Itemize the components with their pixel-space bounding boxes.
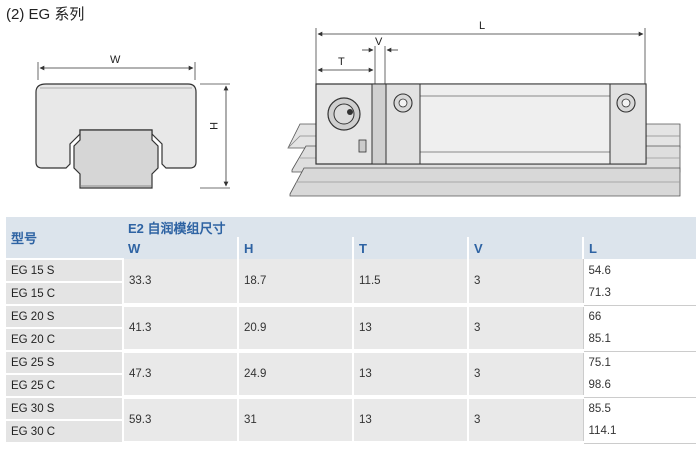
w-cell: 33.3 <box>122 259 238 307</box>
h-cell: 18.7 <box>237 259 353 307</box>
dim-t-label: T <box>338 56 345 68</box>
table-row: EG 30 C 114.1 <box>6 420 697 444</box>
h-cell: 24.9 <box>237 351 353 399</box>
v-cell: 3 <box>467 259 583 307</box>
col-header-v: V <box>467 237 583 259</box>
w-cell: 47.3 <box>122 351 238 399</box>
t-cell: 13 <box>352 397 468 445</box>
l-cell: 114.1 <box>582 420 697 444</box>
l-cell: 75.1 <box>582 351 697 374</box>
col-header-l: L <box>581 237 697 259</box>
l-cell: 85.5 <box>582 397 697 420</box>
table-row: EG 15 C 71.3 <box>6 282 697 306</box>
col-header-h: H <box>237 237 353 259</box>
front-view: W H <box>35 54 230 189</box>
table-row: EG 20 C 85.1 <box>6 328 697 352</box>
h-cell: 20.9 <box>237 305 353 353</box>
model-cell: EG 20 C <box>6 328 123 352</box>
l-cell: 85.1 <box>582 328 697 352</box>
l-cell: 98.6 <box>582 374 697 398</box>
dim-w-label: W <box>110 54 121 66</box>
dim-h-label: H <box>207 122 219 130</box>
t-cell: 13 <box>352 305 468 353</box>
t-cell: 11.5 <box>352 259 468 307</box>
dim-v-label: V <box>375 36 383 48</box>
l-cell: 66 <box>582 305 697 328</box>
w-cell: 59.3 <box>122 397 238 445</box>
col-header-t: T <box>352 237 468 259</box>
table-row: EG 25 S 47.3 24.9 13 3 75.1 <box>6 351 697 399</box>
section-title: (2) EG 系列 <box>6 6 85 23</box>
table-row: EG 15 S 33.3 18.7 11.5 3 54.6 <box>6 259 697 307</box>
col-header-w: W <box>123 237 238 259</box>
l-cell: 71.3 <box>582 282 697 306</box>
dim-l-label: L <box>479 20 485 32</box>
v-cell: 3 <box>467 351 583 399</box>
t-cell: 13 <box>352 351 468 399</box>
table-row: EG 25 C 98.6 <box>6 374 697 398</box>
model-cell: EG 25 S <box>6 351 123 375</box>
model-cell: EG 15 S <box>6 259 123 283</box>
group-header: E2 自润模组尺寸 <box>123 217 697 237</box>
technical-drawing: W H L V T <box>35 20 681 197</box>
v-cell: 3 <box>467 397 583 445</box>
model-cell: EG 15 C <box>6 282 123 306</box>
model-cell: EG 30 C <box>6 420 123 444</box>
v-cell: 3 <box>467 305 583 353</box>
table-row: EG 20 S 41.3 20.9 13 3 66 <box>6 305 697 353</box>
h-cell: 31 <box>237 397 353 445</box>
w-cell: 41.3 <box>122 305 238 353</box>
model-header: 型号 <box>6 217 123 260</box>
table-row: EG 30 S 59.3 31 13 3 85.5 <box>6 397 697 445</box>
model-cell: EG 30 S <box>6 397 123 421</box>
l-cell: 54.6 <box>582 259 697 282</box>
side-view: L V T <box>287 20 681 197</box>
dimension-table: 型号 E2 自润模组尺寸 W H T V L EG 15 S 33.3 18.7… <box>6 217 697 445</box>
model-cell: EG 25 C <box>6 374 123 398</box>
model-cell: EG 20 S <box>6 305 123 329</box>
